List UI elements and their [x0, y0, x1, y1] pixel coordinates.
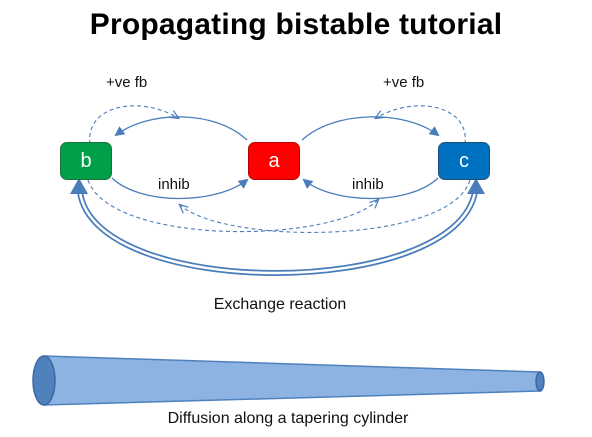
tapering-cylinder [32, 355, 545, 406]
dashed-inhib-b-to-c [87, 179, 378, 233]
dashed-inhib-c-to-b [180, 179, 471, 233]
pos-fb-left-label: +ve fb [106, 74, 148, 91]
node-a: a [248, 142, 300, 180]
exchange-reaction-arrow [70, 178, 485, 276]
exchange-reaction-label: Exchange reaction [213, 296, 347, 313]
page-title: Propagating bistable tutorial [89, 8, 503, 41]
arrow-a-to-c-activation [301, 116, 440, 141]
node-b: b [60, 142, 112, 180]
inhib-right-label: inhib [352, 176, 384, 193]
inhib-left-label: inhib [158, 176, 190, 193]
arrow-b-to-a-inhib [111, 177, 249, 200]
pos-fb-right-label: +ve fb [383, 74, 425, 91]
dashed-fb-loop-b [89, 105, 178, 145]
diffusion-label: Diffusion along a tapering cylinder [167, 410, 409, 427]
node-c: c [438, 142, 490, 180]
arrow-a-to-b-activation [114, 116, 248, 141]
dashed-fb-loop-c [376, 105, 466, 145]
